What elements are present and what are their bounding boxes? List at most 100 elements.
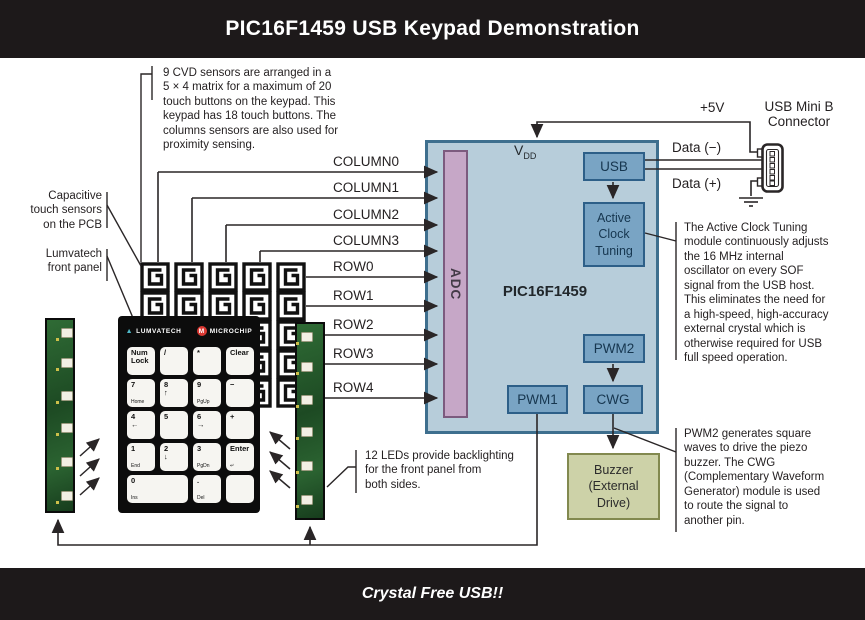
adc-label: ADC xyxy=(448,267,463,301)
pcb-pad-dot xyxy=(56,467,59,470)
keypad-key: Clear xyxy=(226,347,254,375)
power-and-data-lines xyxy=(51,121,763,546)
keypad-key: 8 ↑ xyxy=(160,379,188,407)
led xyxy=(301,332,313,342)
lumvatech-label: Lumvatech front panel xyxy=(45,248,102,275)
led xyxy=(61,423,73,433)
led xyxy=(61,328,73,338)
pcb-pad-dot xyxy=(296,372,299,375)
led xyxy=(301,495,313,505)
cwg-block: CWG xyxy=(583,385,643,414)
keypad-brands: ▲ LUMVATECH M MICROCHIP xyxy=(118,326,260,336)
cvd-sensor-pad xyxy=(174,291,204,321)
pic16f1459-label: PIC16F1459 xyxy=(502,283,588,300)
led-strip-right xyxy=(295,322,325,520)
pcb-pad-dot xyxy=(56,433,59,436)
data-minus-label: Data (−) xyxy=(672,140,722,155)
signal-label-column0: COLUMN0 xyxy=(333,154,400,169)
pcb-pad-dot xyxy=(296,505,299,508)
capacitive-label: Capacitive touch sensors on the PCB xyxy=(30,190,102,231)
keypad-key: / xyxy=(160,347,188,375)
keypad-key: 2 ↓ xyxy=(160,443,188,471)
cvd-sensor-pad xyxy=(208,262,238,292)
cvd-sensor-pad xyxy=(208,291,238,321)
led xyxy=(61,391,73,401)
vdd-label: VDD xyxy=(514,142,537,161)
led xyxy=(61,457,73,467)
cvd-note: 9 CVD sensors are arranged in a 5 × 4 ma… xyxy=(163,67,339,152)
signal-label-column2: COLUMN2 xyxy=(333,207,400,222)
usb-connector-label: USB Mini B Connector xyxy=(764,99,834,129)
microchip-wordmark: MICROCHIP xyxy=(209,327,253,335)
title-bar: PIC16F1459 USB Keypad Demonstration xyxy=(0,0,865,58)
cvd-sensor-pad xyxy=(140,291,170,321)
keypad-key: Enter↵ xyxy=(226,443,254,471)
keypad-key xyxy=(226,475,254,503)
led xyxy=(61,358,73,368)
keypad-key: 5 xyxy=(160,411,188,439)
key-sub-label: PgDn xyxy=(197,462,210,469)
leds-note: 12 LEDs provide backlighting for the fro… xyxy=(365,450,514,491)
led xyxy=(61,491,73,501)
pwm2-block: PWM2 xyxy=(583,334,645,363)
key-sub-label: Ins xyxy=(131,494,138,501)
microchip-logo: M MICROCHIP xyxy=(196,326,253,336)
signal-label-column1: COLUMN1 xyxy=(333,180,400,195)
signal-label-row2: ROW2 xyxy=(333,317,374,332)
keypad-key: 4 ← xyxy=(127,411,155,439)
buzzer-block: Buzzer (External Drive) xyxy=(567,453,660,520)
signal-label-row4: ROW4 xyxy=(333,380,374,395)
usb-mini-b-icon xyxy=(756,143,784,193)
keypad-key: .Del xyxy=(193,475,221,503)
signal-label-row0: ROW0 xyxy=(333,259,374,274)
keypad-key: 6 → xyxy=(193,411,221,439)
key-sub-label: ↵ xyxy=(230,462,235,469)
lumvatech-logo: ▲ LUMVATECH xyxy=(126,328,182,335)
led xyxy=(301,427,313,437)
led-strip-left xyxy=(45,318,75,513)
keypad-key: + xyxy=(226,411,254,439)
cvd-sensor-pad xyxy=(242,262,272,292)
annotation-pointers xyxy=(106,66,677,532)
act-note: The Active Clock Tuning module continuou… xyxy=(684,222,829,365)
keypad-key: − xyxy=(226,379,254,407)
active-clock-tuning-block: Active Clock Tuning xyxy=(583,202,645,267)
footer-bar: Crystal Free USB!! xyxy=(0,568,865,620)
lumvatech-triangle-icon: ▲ xyxy=(125,327,134,335)
key-sub-label: Home xyxy=(131,398,145,405)
key-sub-label: Del xyxy=(197,494,205,501)
data-plus-label: Data (+) xyxy=(672,176,722,191)
led xyxy=(301,362,313,372)
keypad-key: * xyxy=(193,347,221,375)
adc-block: ADC xyxy=(443,150,468,418)
signal-label-row1: ROW1 xyxy=(333,288,374,303)
cvd-sensor-pad xyxy=(276,291,306,321)
footer-caption: Crystal Free USB!! xyxy=(361,585,504,602)
keypad-panel: ▲ LUMVATECH M MICROCHIP Num Lock/*Clear 7… xyxy=(118,316,260,513)
key-sub-label: End xyxy=(131,462,140,469)
signal-lines xyxy=(157,165,439,405)
keypad-key: Num Lock xyxy=(127,347,155,375)
key-sub-label: PgUp xyxy=(197,398,210,405)
light-ray-arrows xyxy=(79,431,291,496)
signal-label-column3: COLUMN3 xyxy=(333,233,400,248)
led xyxy=(301,395,313,405)
led xyxy=(301,461,313,471)
lumvatech-wordmark: LUMVATECH xyxy=(136,327,182,335)
plus5v-label: +5V xyxy=(700,100,725,115)
pcb-pad-dot xyxy=(296,471,299,474)
pwm2-note: PWM2 generates square waves to drive the… xyxy=(684,428,825,527)
cvd-sensor-pad xyxy=(276,262,306,292)
pcb-pad-dot xyxy=(296,405,299,408)
pcb-pad-dot xyxy=(56,368,59,371)
pwm1-block: PWM1 xyxy=(507,385,568,414)
cvd-sensor-pad xyxy=(174,262,204,292)
usb-module-block: USB xyxy=(583,152,645,181)
pcb-pad-dot xyxy=(56,401,59,404)
